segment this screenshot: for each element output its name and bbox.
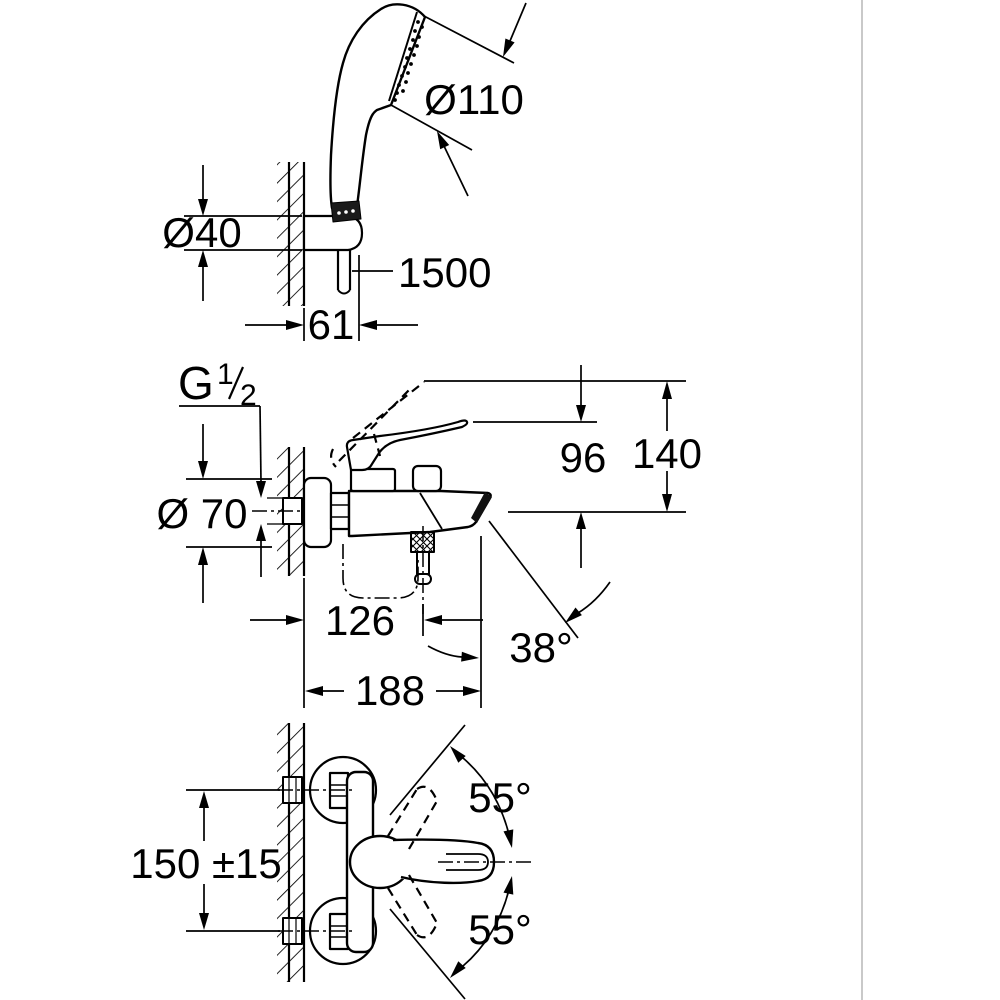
lever-up-dashed <box>387 785 439 850</box>
dim-thread-numerator: 1 <box>217 358 234 391</box>
cartridge-cap <box>349 467 397 493</box>
spout-outlet-face <box>471 492 492 523</box>
dim-140-lines <box>662 381 672 512</box>
dim-188-lines <box>303 536 482 708</box>
dim-head-diameter: Ø110 <box>424 76 524 123</box>
height-extension-lines <box>424 380 686 513</box>
dim-holder-diameter-lines <box>198 165 208 301</box>
dim-head-diameter-lines <box>390 2 527 197</box>
diverter-knob <box>411 464 443 493</box>
dim-126-lines <box>250 604 483 636</box>
dim-spout-angle: 38° <box>509 624 573 671</box>
wall-hatch <box>277 162 306 306</box>
lever-raised-dashed <box>329 381 425 468</box>
dim-spout-angle-lines <box>427 520 611 662</box>
dim-total-projection: 188 <box>355 667 425 714</box>
shower-head <box>329 3 427 210</box>
dim-swing-down-lines <box>389 876 514 1000</box>
spray-face-dots <box>393 20 424 102</box>
dim-lever-swing-up: 55° <box>468 774 532 821</box>
hand-shower-view: Ø110 Ø40 1500 61 <box>162 2 527 348</box>
dim-total-height: 140 <box>632 430 702 477</box>
dim-lever-swing-down: 55° <box>468 906 532 953</box>
dim-wall-offset-lines <box>245 255 418 341</box>
dim-center-distance: 150 ±15 <box>130 840 282 887</box>
union-nut <box>329 491 351 531</box>
hose-outline-hidden <box>342 544 419 599</box>
dim-escutcheon-diameter: Ø 70 <box>156 490 247 537</box>
lever-front-inner <box>446 853 489 871</box>
dim-center-distance-lines <box>186 789 280 932</box>
holder-cradle <box>330 200 362 223</box>
dim-swing-up-lines <box>389 724 514 848</box>
dim-escutcheon-lines <box>186 424 272 603</box>
wall-hatch <box>277 723 306 982</box>
mixer-front-view: 55° 55° 150 ±15 <box>130 723 532 1000</box>
escutcheon <box>302 476 333 549</box>
dim-thread-letter: G <box>178 357 214 409</box>
dim-hose-length: 1500 <box>398 249 491 296</box>
shower-hose <box>336 250 352 295</box>
dim-holder-diameter: Ø40 <box>162 209 241 256</box>
dim-wall-offset: 61 <box>308 301 355 348</box>
lever-down-dashed <box>387 874 439 939</box>
dim-lever-height: 96 <box>560 434 607 481</box>
mixer-body <box>347 489 492 538</box>
dim-96-lines <box>576 365 586 568</box>
dim-thread-denominator: 2 <box>240 379 257 412</box>
mixer-side-view: G 1 2 Ø 70 96 <box>156 357 702 714</box>
dim-thread-lines <box>179 366 266 577</box>
dim-outlet-projection: 126 <box>325 597 395 644</box>
